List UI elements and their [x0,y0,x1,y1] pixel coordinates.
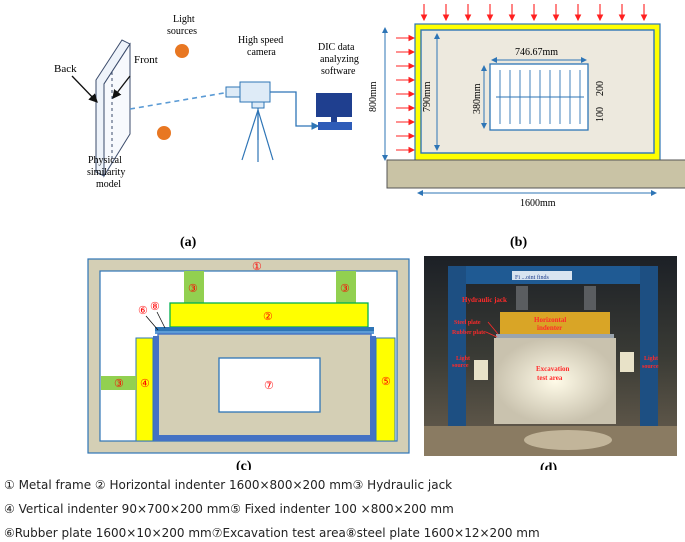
steel-plate [155,327,374,331]
marker-2: ② [263,311,273,323]
photo-jack-right [584,286,596,310]
photo-debris [524,430,612,450]
front-label: Front [134,54,158,66]
camera-icon [225,81,274,162]
photo-rubber-leader [485,331,498,338]
data-connection [270,91,320,130]
dim-width: 1600mm [520,198,556,209]
light-sources-label-1: Light [173,14,195,25]
marker-3c: ③ [114,378,124,390]
legend-line-2: ④ Vertical indenter 90×700×200 mm⑤ Fixed… [4,502,454,516]
marker-7: ⑦ [264,380,274,392]
marker-6-leader [145,315,159,331]
photo-light-left [474,360,488,380]
marker-8: ⑧ [150,301,160,313]
photo-plate [496,334,614,338]
photo-indenter [500,312,610,334]
photo-excavation-label-2: test area [537,374,563,382]
line-of-sight [129,92,225,110]
photo-light-left-label-2: source [452,363,469,369]
photo-specimen [494,338,616,424]
excavation-test-area [218,357,321,413]
bottom-bar [153,435,376,441]
marker-8-leader [156,311,166,329]
camera-label-2: camera [247,47,276,58]
excavation-grid [496,70,584,124]
panel-b-label: (b) [510,235,527,250]
fixed-indenter [375,337,396,442]
model-label-2: similarity [87,167,125,178]
panel-d: Fi ...oint finds Hydraulic jack Steel pl… [424,256,677,470]
hydraulic-jack-left [184,271,204,303]
dic-label-3: software [321,66,356,77]
physical-model [95,39,131,178]
photo-steel-plate: Steel plate [454,320,481,326]
marker-3b: ③ [340,283,350,295]
photo-hydraulic-jack: Hydraulic jack [462,296,507,304]
photo-jack-left [516,286,528,310]
side-bar-right [370,336,376,441]
back-label: Back [54,63,77,75]
marker-3a: ③ [188,283,198,295]
dim-area-height: 380mm [472,83,483,114]
back-arrow [71,75,98,103]
photo-sign [512,271,572,280]
photo-sign-text: Fi ...oint finds [515,274,550,281]
dic-label-2: analyzing [320,54,359,65]
photo-frame-right [640,266,658,426]
model-label-3: model [96,179,121,190]
model-label-1: Physical [88,155,122,166]
marker-1: ① [252,261,262,273]
photo-indenter-label-1: Horizontal [534,316,566,324]
figure-canvas: Back Front Light sources High speed came… [54,4,685,470]
panel-d-label: (d) [540,461,557,470]
dim-outer-height: 800mm [368,81,379,112]
legend-line-1: ① Metal frame ② Horizontal indenter 1600… [4,478,453,492]
photo-frame-left [448,266,466,426]
top-load-arrows [420,4,648,22]
computer-icon [316,93,352,130]
photo-steel-leader [487,321,499,335]
dim-100: 100 [595,107,606,122]
light-source-bottom [157,126,171,140]
photo-light-right-label-2: source [642,364,659,370]
panel-c: ① ② ③ ③ ③ ④ ⑤ ⑥ ⑧ ⑦ (c) [87,258,410,470]
rubber-plate [155,331,374,334]
dic-label-1: DIC data [318,42,355,53]
light-sources-label-2: sources [167,26,197,37]
panel-a: Back Front Light sources High speed came… [54,14,359,250]
hydraulic-jack-side [101,376,136,390]
photo-rubber-plate: Rubber plate [452,330,486,336]
side-load-arrows [396,34,416,154]
camera-label-1: High speed [238,35,283,46]
light-source-top [175,44,189,58]
photo-excavation-label-1: Excavation [536,365,570,373]
dim-200: 200 [595,81,606,96]
front-arrow [112,75,131,100]
specimen-base [386,159,685,189]
photo-light-right-label-1: Light [644,356,658,362]
panel-b: 1600mm 800mm 790mm 746.67mm 380mm 200 10… [368,4,685,250]
panel-c-label: (c) [236,459,252,470]
marker-5: ⑤ [381,376,391,388]
photo-light-right [620,352,634,372]
marker-4: ④ [140,378,150,390]
panel-a-label: (a) [180,235,197,250]
photo-indenter-label-2: indenter [537,324,562,332]
marker-6: ⑥ [138,305,148,317]
dim-inner-height: 790mm [422,81,433,112]
side-bar-left [153,336,159,441]
hydraulic-jack-right [336,271,356,303]
photo-light-left-label-1: Light [456,356,470,362]
legend-line-3: ⑥Rubber plate 1600×10×200 mm⑦Excavation … [4,526,540,540]
dim-area-width: 746.67mm [515,47,558,58]
